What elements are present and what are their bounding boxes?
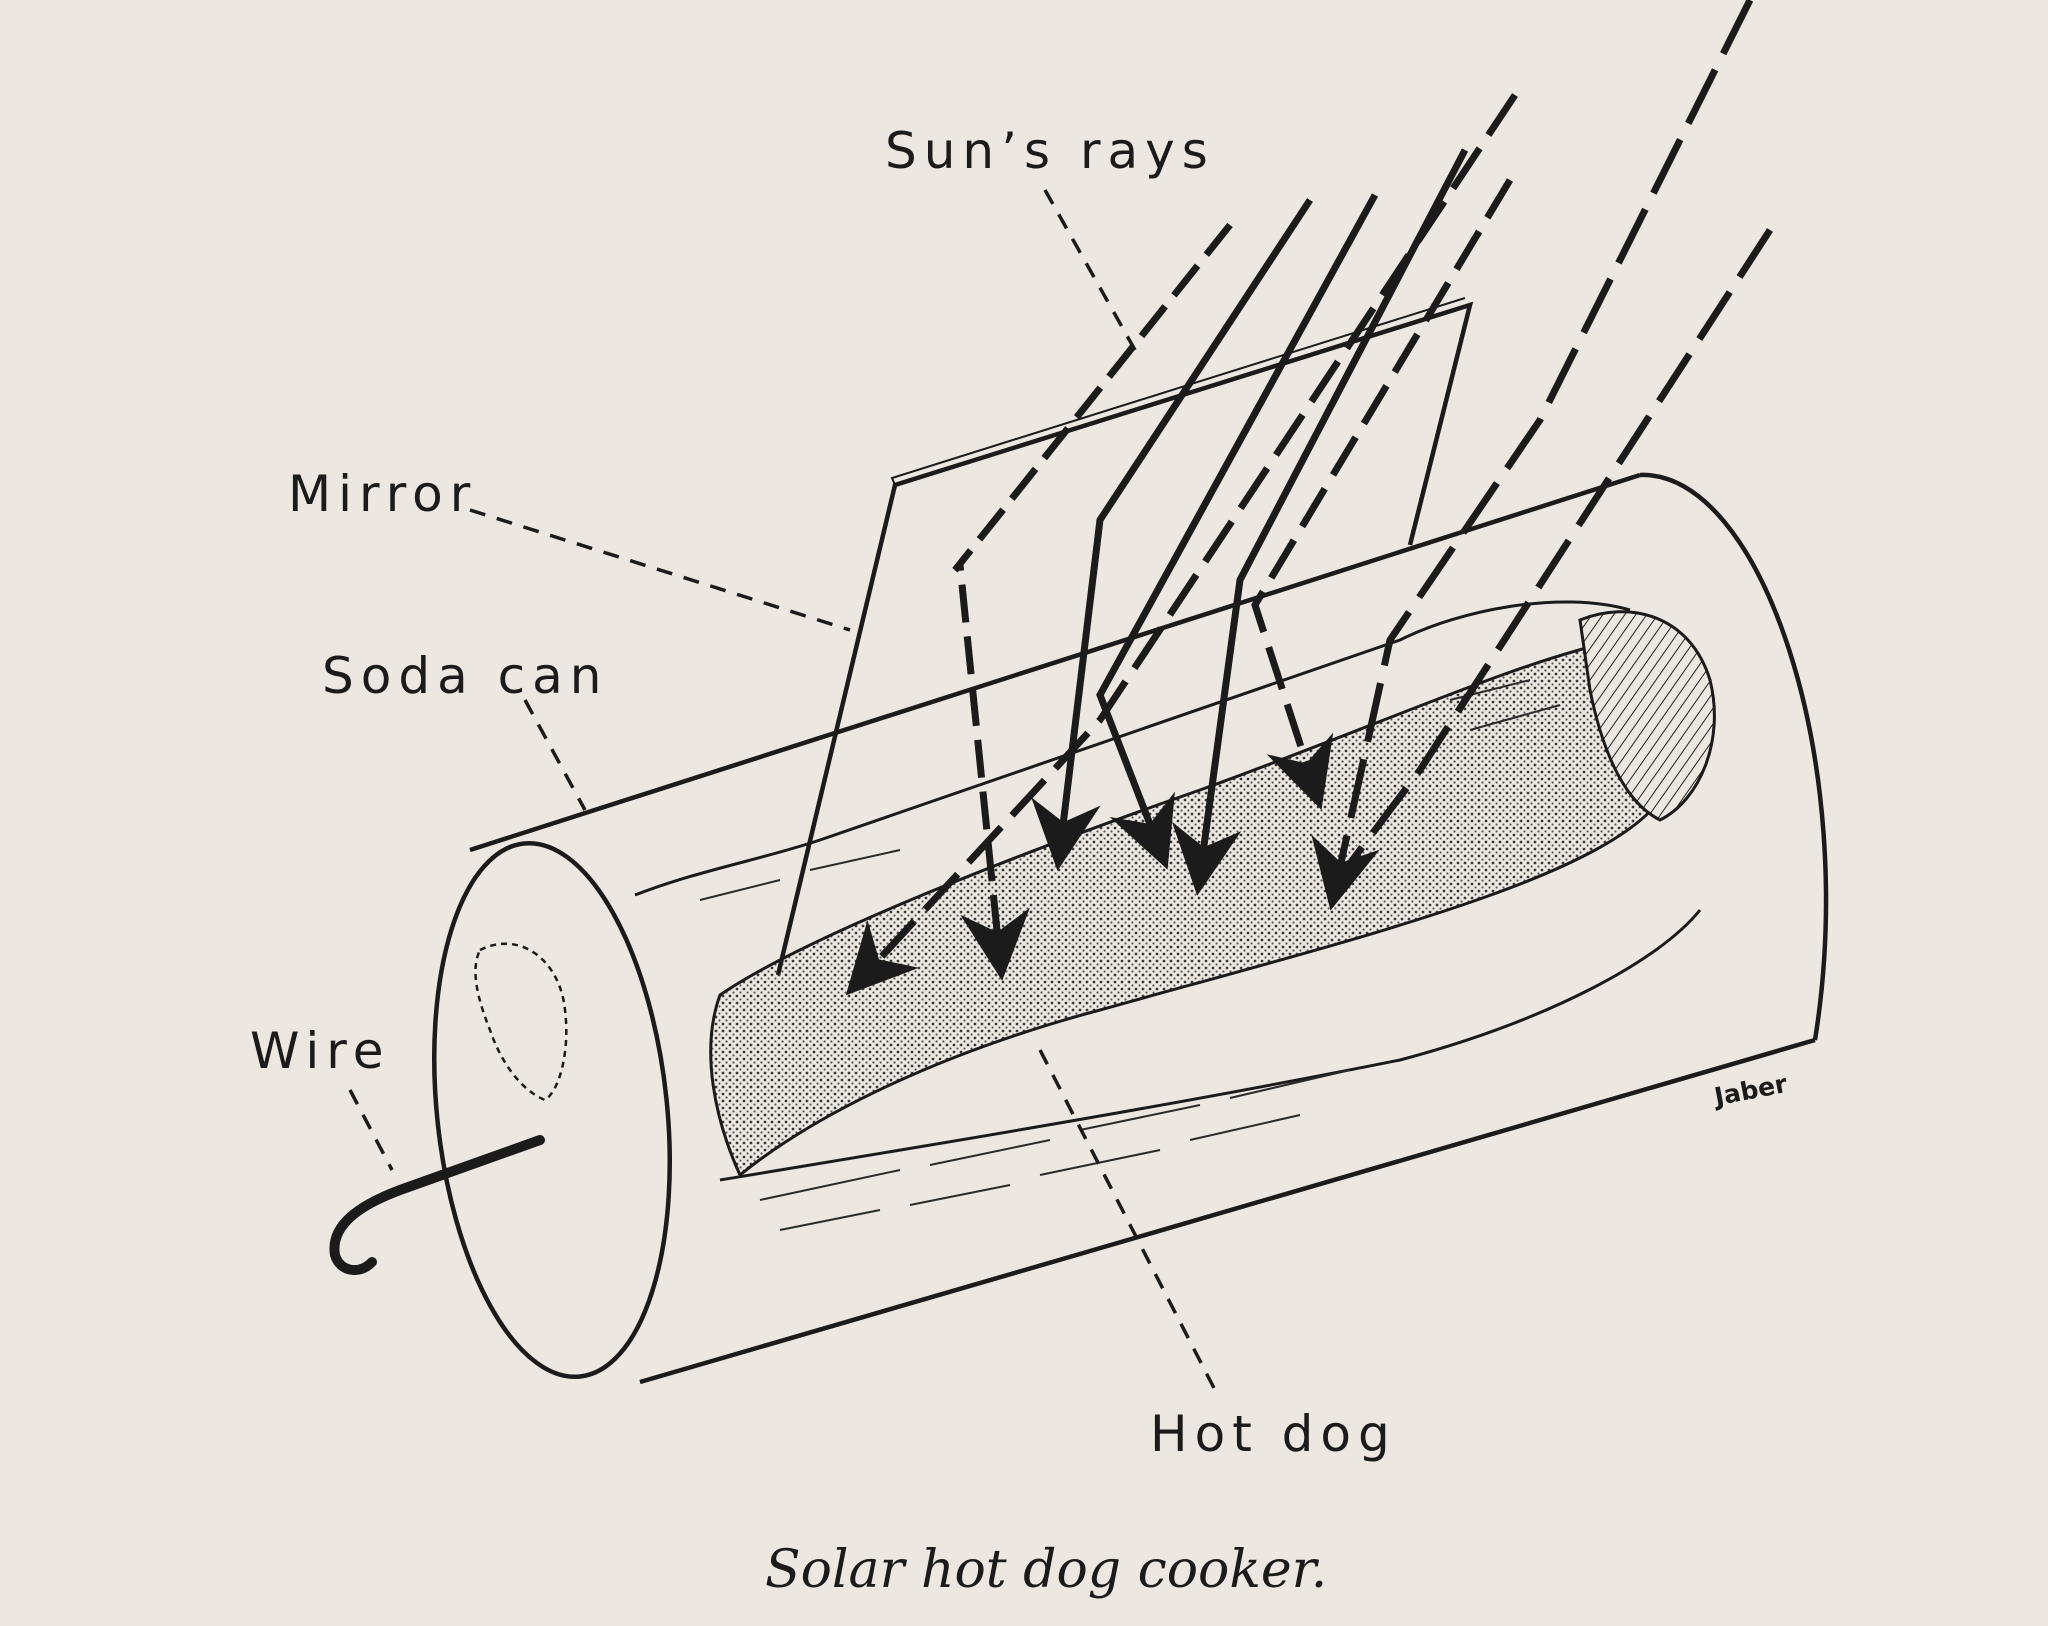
label-suns-rays: Sun’s rays bbox=[885, 122, 1215, 180]
label-mirror: Mirror bbox=[288, 465, 478, 523]
sun-rays bbox=[845, 0, 1773, 996]
leader-lines bbox=[348, 189, 1217, 1391]
label-soda-can: Soda can bbox=[322, 647, 609, 705]
leader-hot-dog bbox=[1038, 1049, 1217, 1391]
soda-can bbox=[431, 472, 1829, 1385]
hot-dog bbox=[709, 610, 1716, 1178]
can-interior-texture bbox=[699, 679, 1561, 1231]
label-hot-dog: Hot dog bbox=[1150, 1405, 1397, 1463]
leader-suns-rays bbox=[1043, 189, 1137, 351]
wire bbox=[329, 1135, 545, 1275]
leader-mirror bbox=[469, 508, 851, 632]
leader-soda-can bbox=[523, 699, 587, 811]
label-wire: Wire bbox=[250, 1022, 391, 1080]
leader-wire bbox=[348, 1089, 394, 1171]
figure-caption: Solar hot dog cooker. bbox=[765, 1540, 1328, 1600]
